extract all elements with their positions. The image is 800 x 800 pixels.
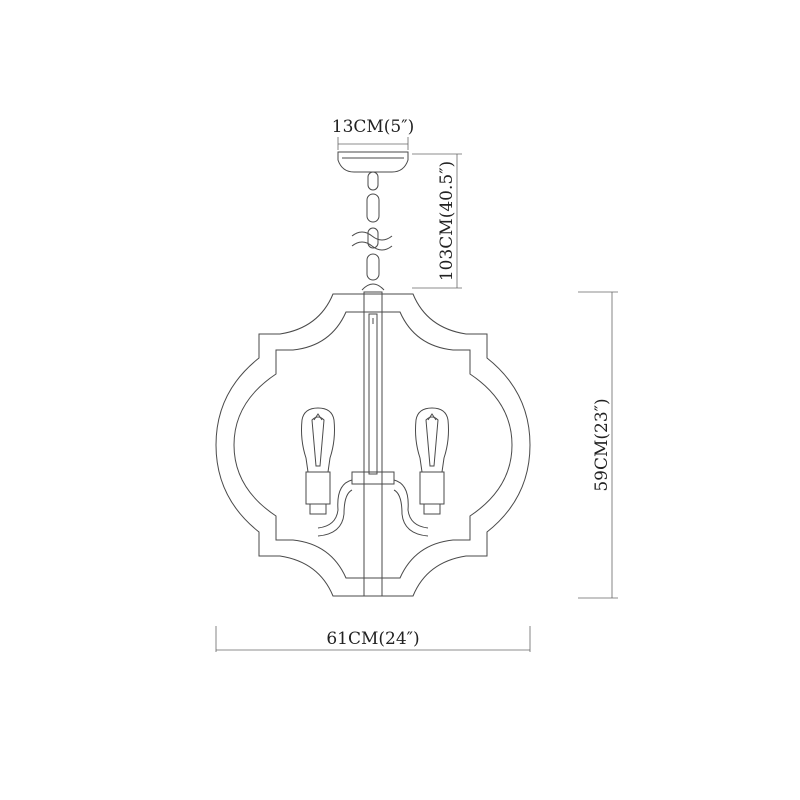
right-bulb bbox=[415, 407, 449, 473]
chain-length-dimension: 103CM(40.5″) bbox=[412, 153, 462, 289]
left-bulb bbox=[301, 407, 335, 473]
canopy-width-label: 13CM(5″) bbox=[332, 117, 414, 137]
body-height-label: 59CM(23″) bbox=[592, 398, 612, 491]
chain-length-label: 103CM(40.5″) bbox=[437, 161, 457, 281]
body-width-label: 61CM(24″) bbox=[326, 629, 419, 649]
left-arm bbox=[305, 471, 353, 537]
body-height-dimension: 59CM(23″) bbox=[578, 291, 618, 599]
right-arm bbox=[393, 471, 445, 537]
center-stem bbox=[363, 291, 383, 597]
body-width-dimension: 61CM(24″) bbox=[215, 626, 531, 652]
canopy-width-dimension: 13CM(5″) bbox=[332, 117, 414, 150]
chain bbox=[351, 171, 393, 291]
quatrefoil-frame bbox=[215, 293, 531, 597]
cluster-hub bbox=[351, 471, 395, 485]
canopy bbox=[337, 151, 409, 173]
